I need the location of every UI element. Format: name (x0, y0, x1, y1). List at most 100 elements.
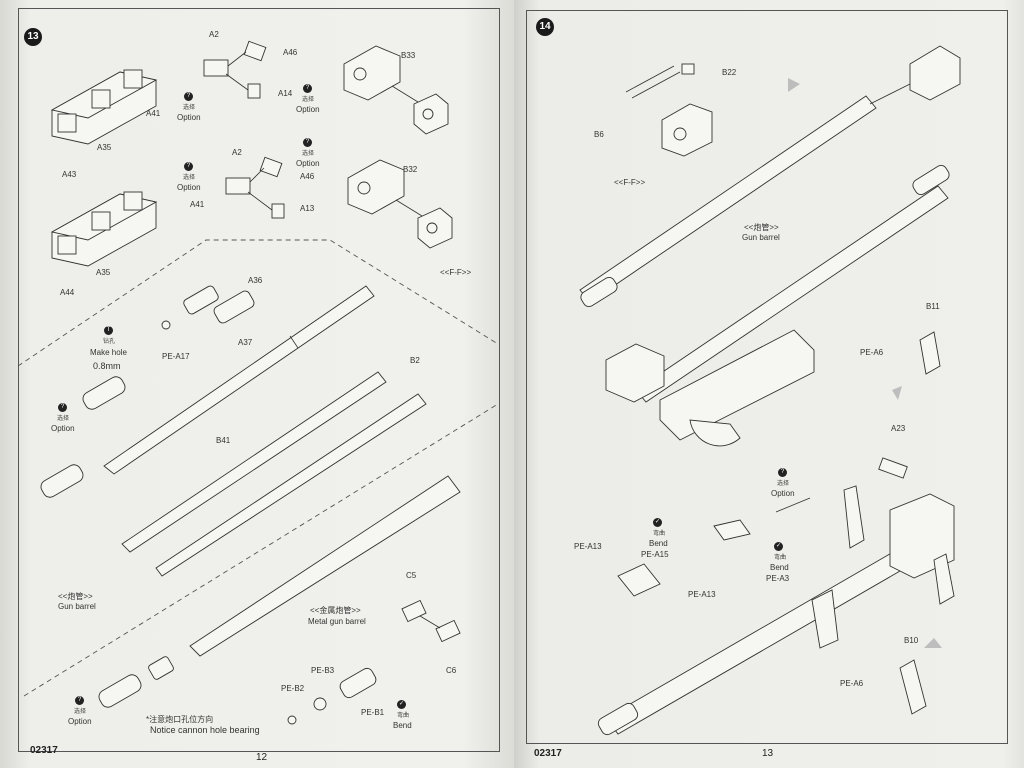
metal-barrel-en: Metal gun barrel (308, 617, 366, 626)
bend-cn-left: 弯曲 (397, 713, 410, 719)
label-a41-mid: A41 (190, 200, 205, 209)
bend-cn-right-1: 弯曲 (653, 531, 666, 537)
option-en-3: Option (296, 159, 320, 168)
drill-en: Make hole (90, 348, 127, 357)
b32-assembly-drawing (347, 159, 453, 249)
label-a44: A44 (60, 288, 75, 297)
label-b41: B41 (216, 436, 231, 445)
barrel-b41-drawing (103, 285, 375, 475)
notice-cn: *注意炮口孔位方向 (146, 715, 214, 724)
label-pe-a6-bottom: PE-A6 (840, 679, 864, 688)
part-a2-top-drawing (203, 40, 267, 99)
label-a46-top: A46 (283, 48, 298, 57)
option-cn-4: 选择 (183, 175, 196, 181)
label-b22: B22 (722, 68, 737, 77)
label-pe-a13-left: PE-A13 (574, 542, 602, 551)
pe-b-parts-drawing (287, 667, 377, 725)
label-c6: C6 (446, 666, 457, 675)
b33-assembly-drawing (343, 45, 449, 135)
page-number-left: 12 (256, 752, 268, 763)
label-b11: B11 (926, 302, 940, 311)
step-13-badge: 13 (24, 28, 42, 46)
label-a43: A43 (62, 170, 77, 179)
bend-en-left: Bend (393, 721, 412, 730)
label-pe-b2: PE-B2 (281, 684, 305, 693)
label-pe-b3: PE-B3 (311, 666, 335, 675)
arrow-down-icon (892, 386, 902, 400)
drill-icon: T (104, 326, 113, 335)
label-a23: A23 (891, 424, 906, 433)
step-14-badge: 14 (536, 18, 554, 36)
option-en-4: Option (177, 183, 201, 192)
barrel-assembly-middle-drawing (605, 164, 950, 447)
catalog-number-right: 02317 (534, 748, 562, 759)
label-a14: A14 (278, 89, 293, 98)
label-a46-mid: A46 (300, 172, 315, 181)
left-page-frame (18, 8, 500, 752)
question-icon: ? (303, 138, 312, 147)
bend-cn-right-2: 弯曲 (774, 555, 787, 561)
part-a2-mid-drawing (225, 156, 285, 219)
option-cn-5: 选择 (57, 416, 70, 422)
option-double-arrow (775, 497, 811, 513)
check-icon: ✓ (397, 700, 406, 709)
option-en-1: Option (177, 113, 201, 122)
left-page-drawings (17, 40, 499, 725)
drill-cn: 钻孔 (103, 339, 116, 345)
label-b33: B33 (401, 51, 416, 60)
right-page: 14 (514, 0, 1024, 768)
question-icon: ? (184, 92, 193, 101)
gun-barrel-cn-right: <<炮管>> (744, 223, 779, 232)
right-page-drawings (579, 45, 961, 736)
notice-en: Notice cannon hole bearing (150, 725, 260, 735)
label-a35-mid: A35 (96, 268, 111, 277)
label-b10: B10 (904, 636, 919, 645)
label-a37: A37 (238, 338, 253, 347)
label-b2: B2 (410, 356, 420, 365)
gun-barrel-en-right: Gun barrel (742, 233, 780, 242)
part-b11-drawing (919, 331, 941, 375)
label-b6: B6 (594, 130, 604, 139)
label-pe-a17: PE-A17 (162, 352, 190, 361)
label-pe-a6-top: PE-A6 (860, 348, 884, 357)
muzzle-optional-drawing (40, 376, 126, 498)
metal-barrel-cn: <<金属炮管>> (310, 606, 361, 615)
option-cn-3: 选择 (302, 151, 315, 157)
option-en-5: Option (51, 424, 75, 433)
label-ff-right: <<F-F>> (614, 178, 646, 187)
block-a41-mid-drawing (50, 191, 158, 267)
check-icon: ✓ (774, 542, 783, 551)
bend-en-right-1: Bend (649, 539, 668, 548)
label-b32: B32 (403, 165, 418, 174)
option-cn-2: 选择 (302, 97, 315, 103)
question-icon: ? (58, 403, 67, 412)
label-pe-b1: PE-B1 (361, 708, 385, 717)
rod-b6-drawing (625, 63, 695, 99)
part-b10-drawing (899, 659, 927, 715)
label-a35-top: A35 (97, 143, 112, 152)
question-icon: ? (75, 696, 84, 705)
muzzle-brake-a36-drawing (161, 285, 255, 330)
question-icon: ? (778, 468, 787, 477)
part-c5-c6-drawing (401, 599, 461, 643)
option-en-6: Option (68, 717, 92, 726)
label-ff-left: <<F-F>> (440, 268, 472, 277)
drill-size: 0.8mm (93, 361, 121, 371)
label-a2-mid: A2 (232, 148, 242, 157)
right-page-frame (526, 10, 1008, 744)
option-cn-1: 选择 (183, 105, 196, 111)
arrow-right-icon (788, 78, 800, 92)
question-icon: ? (303, 84, 312, 93)
label-a2-top: A2 (209, 30, 219, 39)
main-gun-assembly-drawing (597, 457, 955, 736)
option-cn-6: 选择 (74, 709, 87, 715)
label-pe-a13-right: PE-A13 (688, 590, 716, 599)
label-a36: A36 (248, 276, 263, 285)
label-pe-a15: PE-A15 (641, 550, 669, 559)
option-en-right: Option (771, 489, 795, 498)
option-en-2: Option (296, 105, 320, 114)
catalog-number-left: 02317 (30, 745, 58, 756)
gun-barrel-cn-left: <<炮管>> (58, 592, 93, 601)
gun-barrel-en-left: Gun barrel (58, 602, 96, 611)
barrel-halves-b2-drawing (121, 371, 427, 577)
